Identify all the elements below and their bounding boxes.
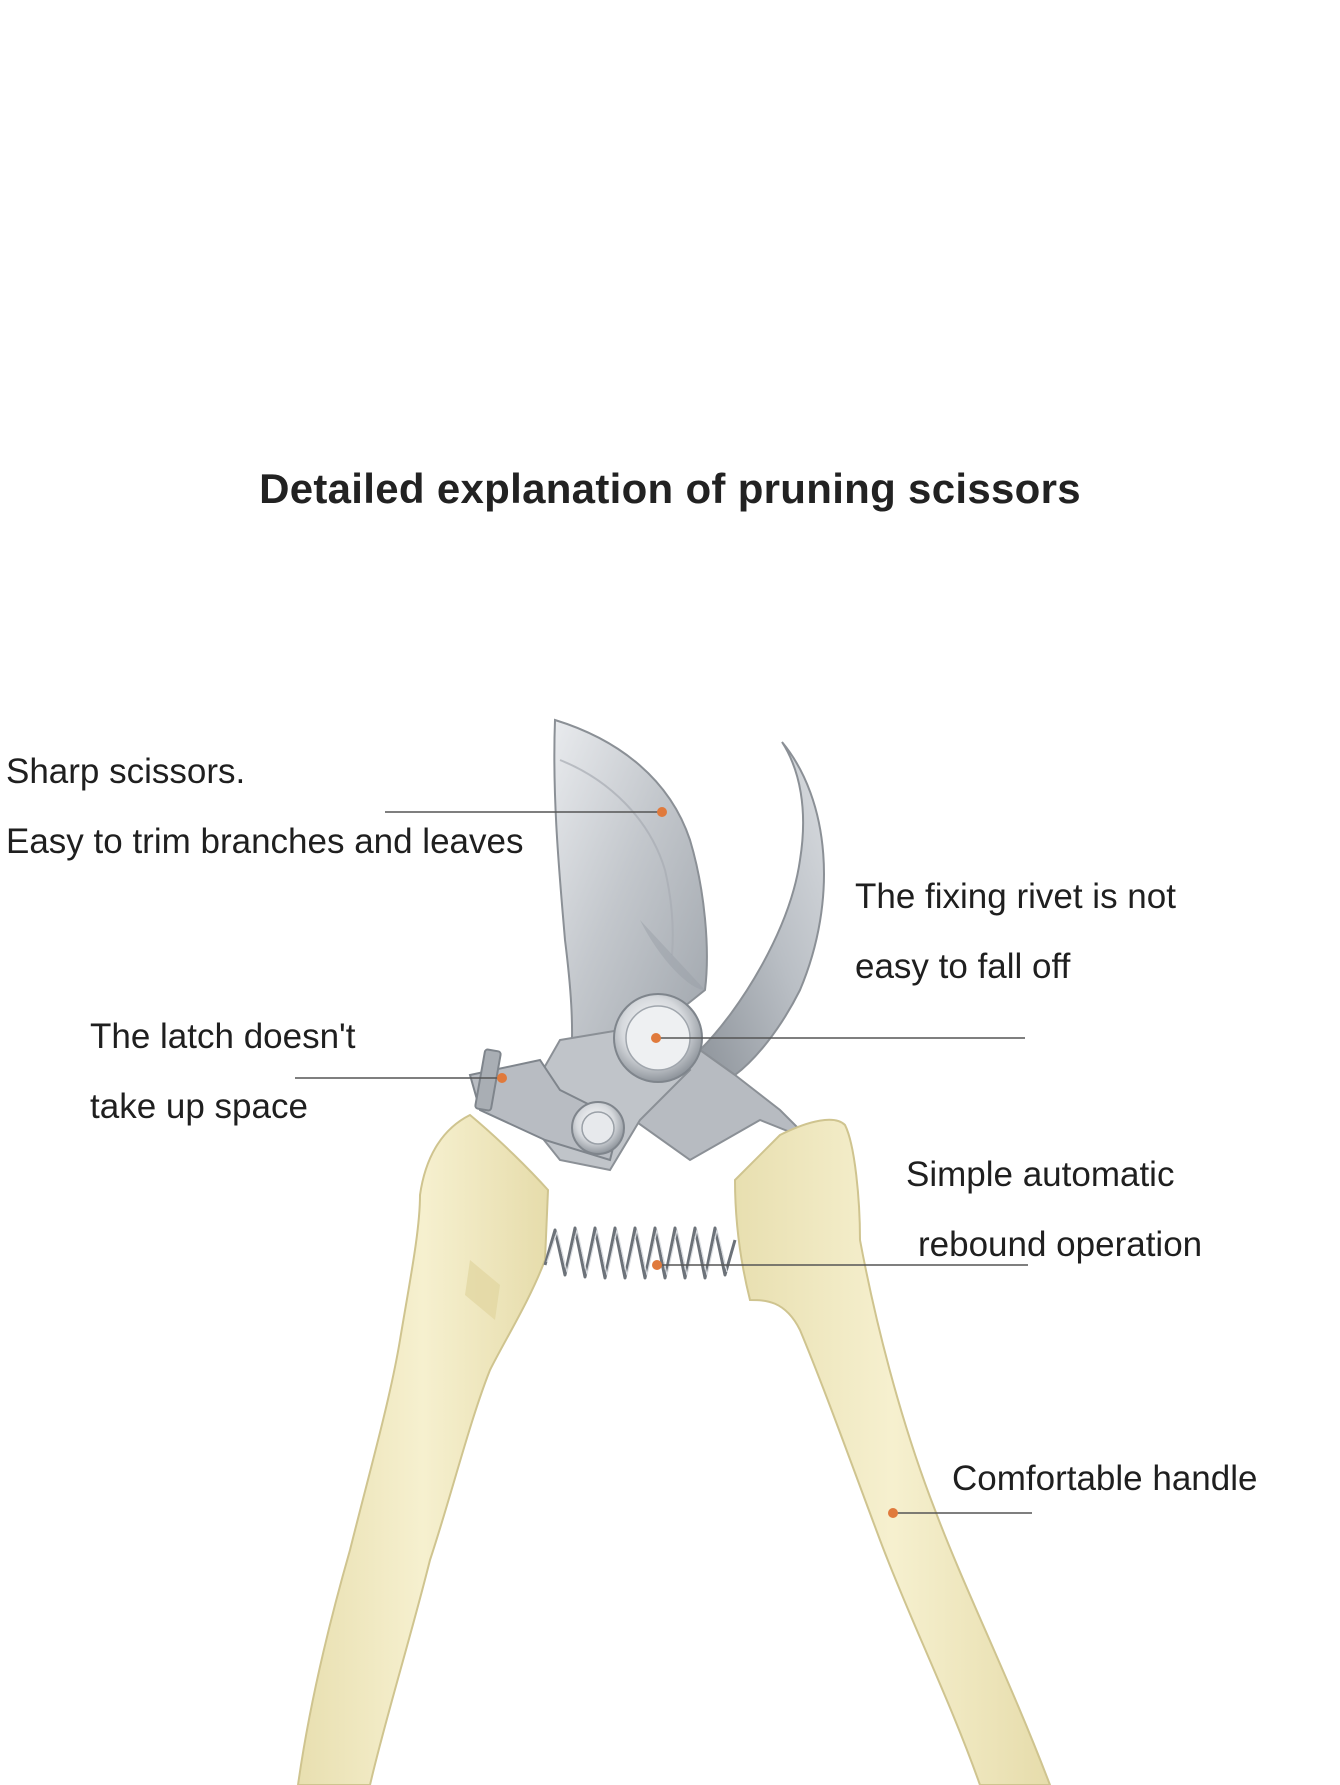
rivet-callout: The fixing rivet is not easy to fall off bbox=[855, 862, 1176, 1002]
latch-callout-line1: The latch doesn't bbox=[90, 1017, 356, 1056]
rivet-callout-line2: easy to fall off bbox=[855, 947, 1071, 986]
blade-callout-line1: Sharp scissors. bbox=[6, 752, 246, 791]
handle-callout-dot bbox=[888, 1508, 898, 1518]
latch-callout: The latch doesn't take up space bbox=[90, 1002, 355, 1142]
handle-callout-line1: Comfortable handle bbox=[952, 1459, 1258, 1498]
latch-callout-line2: take up space bbox=[90, 1087, 308, 1126]
callout-lines bbox=[295, 811, 1032, 1514]
page-title: Detailed explanation of pruning scissors bbox=[259, 465, 1081, 512]
callout-dots bbox=[497, 807, 898, 1518]
blade-callout-line2: Easy to trim branches and leaves bbox=[6, 822, 524, 861]
blade-callout-dot bbox=[657, 807, 667, 817]
spring-callout-dot bbox=[652, 1260, 662, 1270]
blade-callout: Sharp scissors. Easy to trim branches an… bbox=[6, 737, 523, 877]
spring-callout: Simple automatic rebound operation bbox=[906, 1140, 1202, 1280]
left-handle bbox=[296, 1113, 550, 1785]
spring-callout-line2: rebound operation bbox=[918, 1225, 1203, 1264]
latch-rivet bbox=[571, 1101, 625, 1155]
spring-callout-line1: Simple automatic bbox=[906, 1155, 1175, 1194]
return-spring bbox=[543, 1226, 737, 1280]
handle-callout: Comfortable handle bbox=[952, 1444, 1257, 1514]
rivet-callout-dot bbox=[651, 1033, 661, 1043]
latch-callout-dot bbox=[497, 1073, 507, 1083]
rivet-callout-line1: The fixing rivet is not bbox=[855, 877, 1176, 916]
